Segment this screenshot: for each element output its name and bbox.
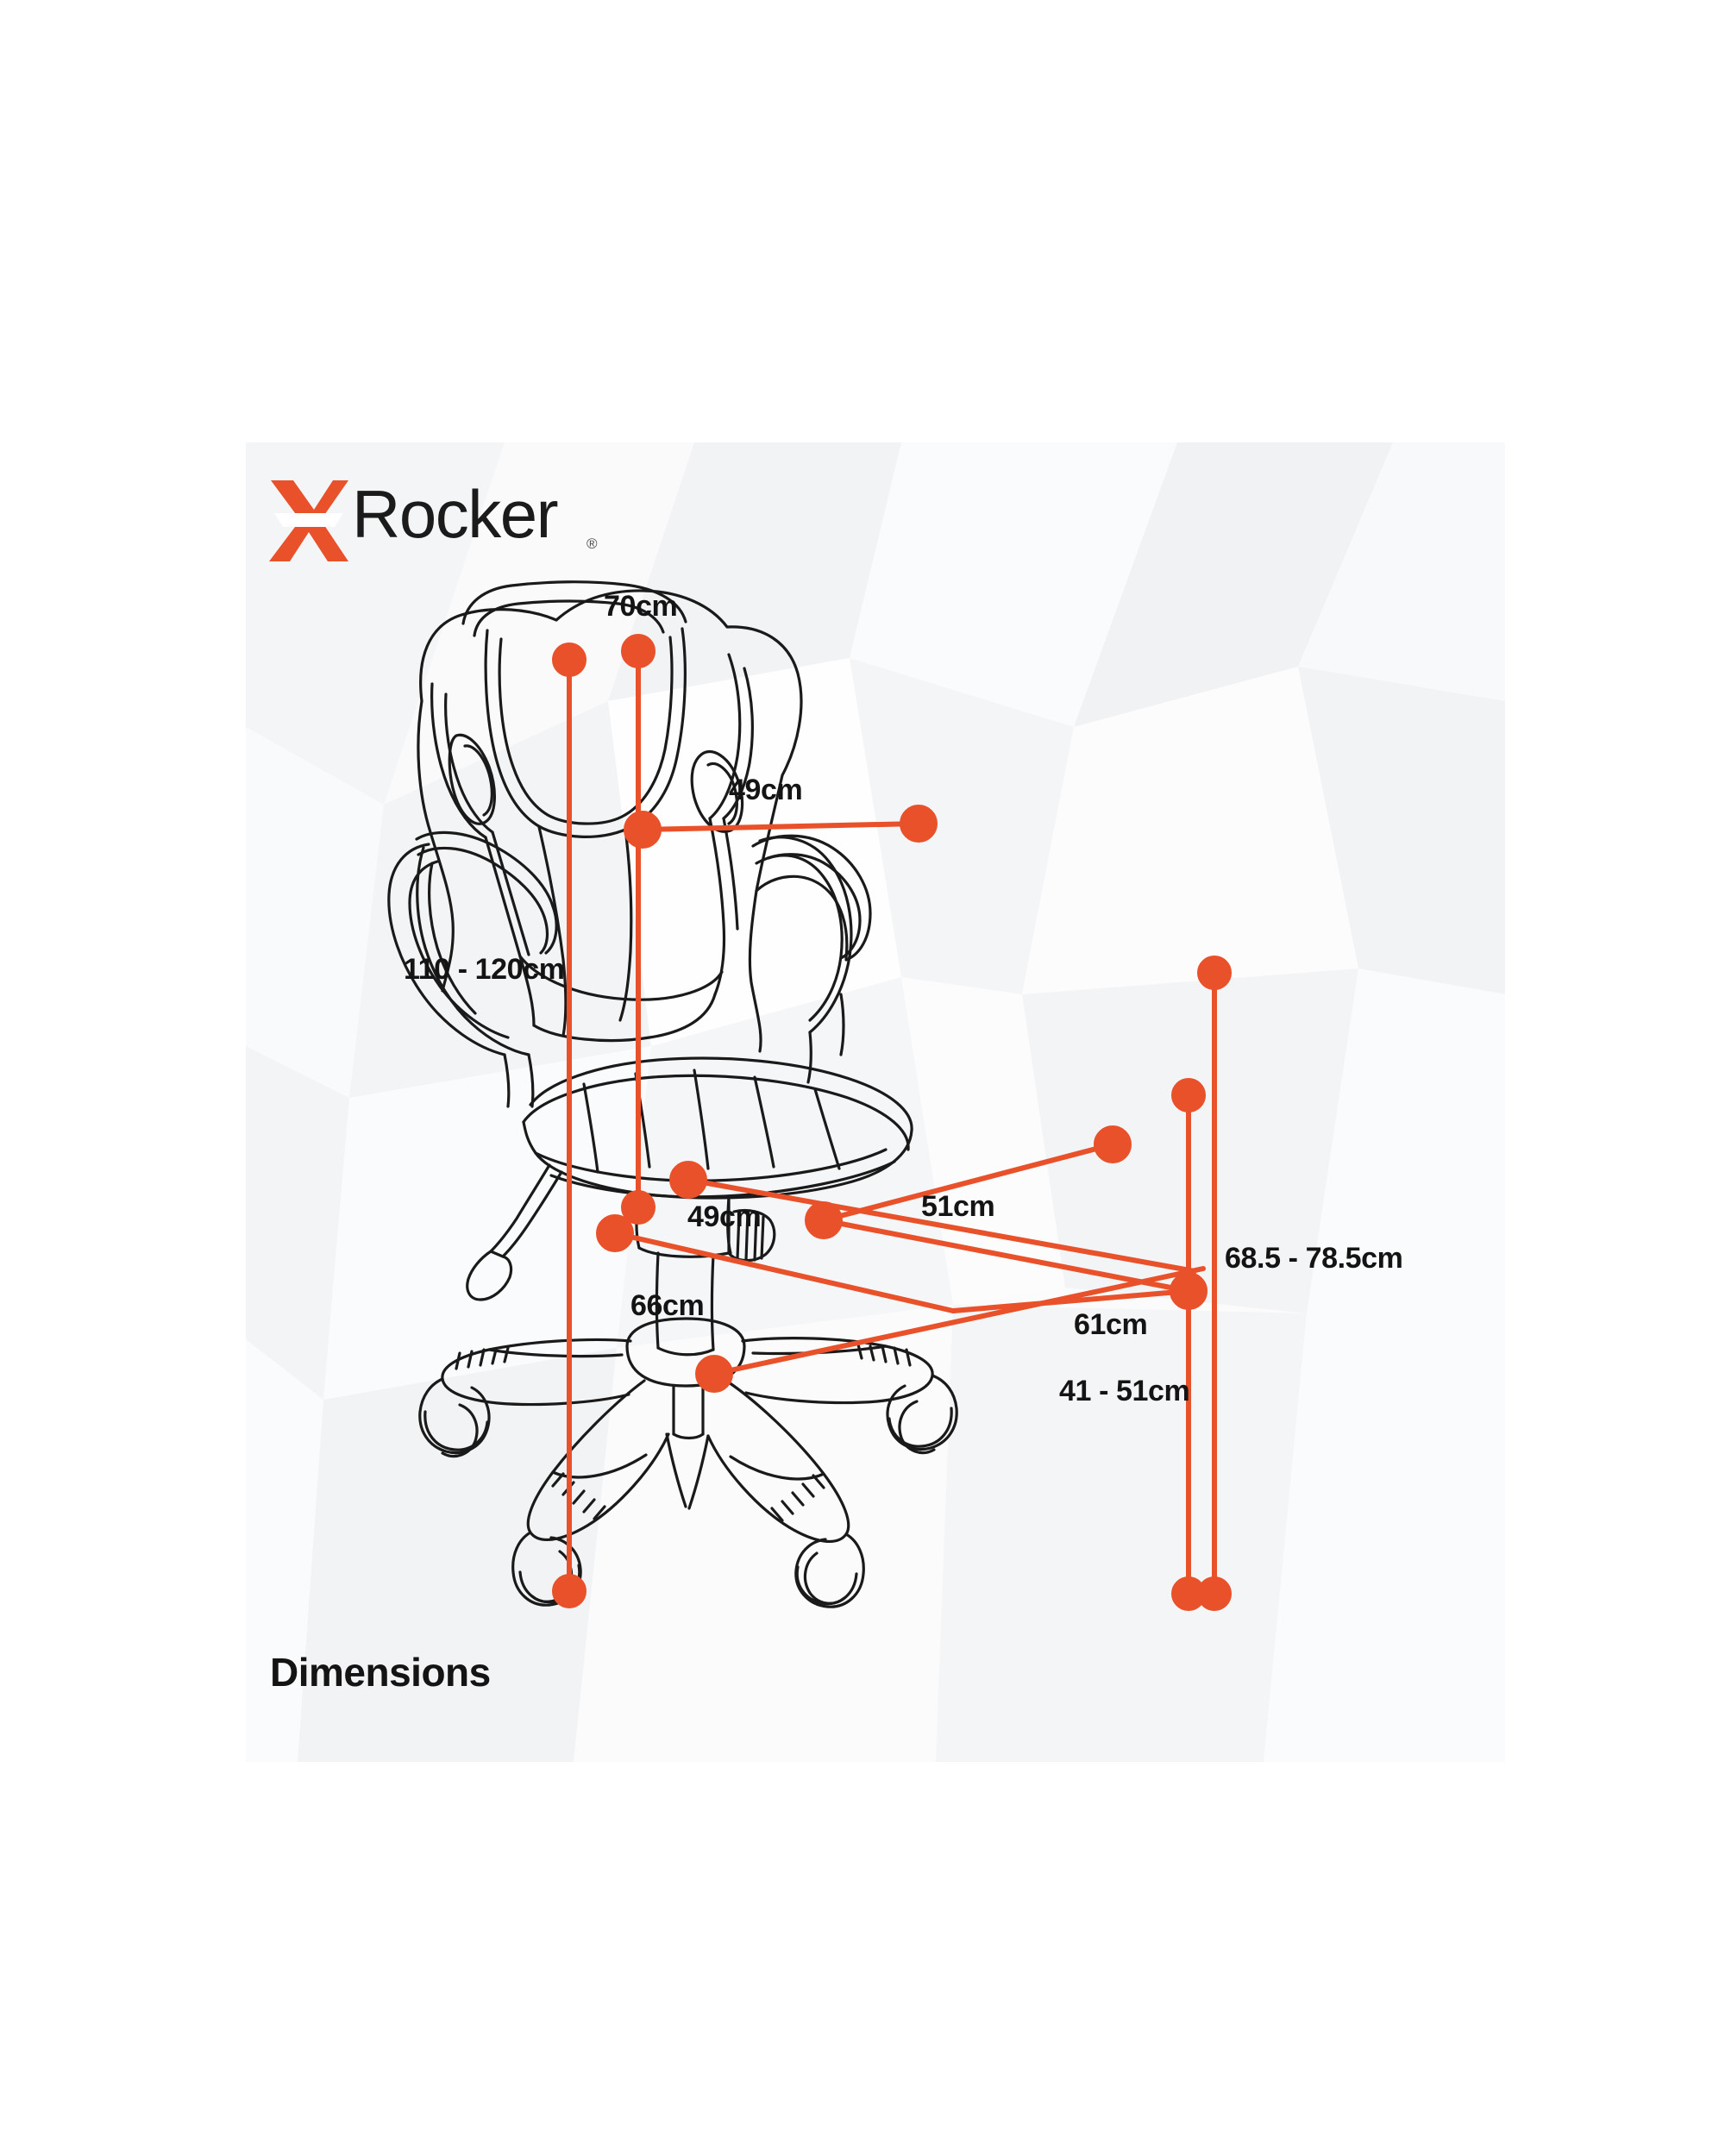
- label-overall-width: 70cm: [604, 590, 678, 623]
- label-base-width: 61cm: [1074, 1308, 1148, 1341]
- label-base-depth: 66cm: [630, 1289, 705, 1322]
- dimension-line-seat-width-a: [821, 1142, 1115, 1223]
- product-panel: [246, 442, 1505, 1762]
- brand-logo: Rocker ®: [267, 476, 630, 573]
- dimension-line-base-width: [950, 1288, 1191, 1313]
- dimension-line-base-depth-lower: [712, 1266, 1206, 1376]
- label-backrest-width: 49cm: [729, 774, 803, 806]
- label-overall-height: 110 - 120cm: [404, 953, 565, 986]
- label-seat-width: 51cm: [921, 1190, 995, 1223]
- x-mark-icon: [269, 480, 348, 561]
- label-backrest-height: 68.5 - 78.5cm: [1225, 1242, 1403, 1275]
- brand-name: Rocker: [352, 476, 559, 552]
- low-poly-background: [246, 442, 1505, 1762]
- dimension-line-backrest-width: [640, 821, 921, 832]
- dimension-line-seat-width-b: [821, 1218, 1191, 1294]
- dimension-line-seat-depth: [686, 1177, 1197, 1274]
- dimension-line-base-depth-upper: [612, 1231, 956, 1313]
- registered-mark: ®: [586, 536, 598, 552]
- label-seat-depth: 49cm: [687, 1200, 762, 1233]
- label-seat-height: 41 - 51cm: [1059, 1375, 1190, 1407]
- page-title: Dimensions: [270, 1650, 491, 1695]
